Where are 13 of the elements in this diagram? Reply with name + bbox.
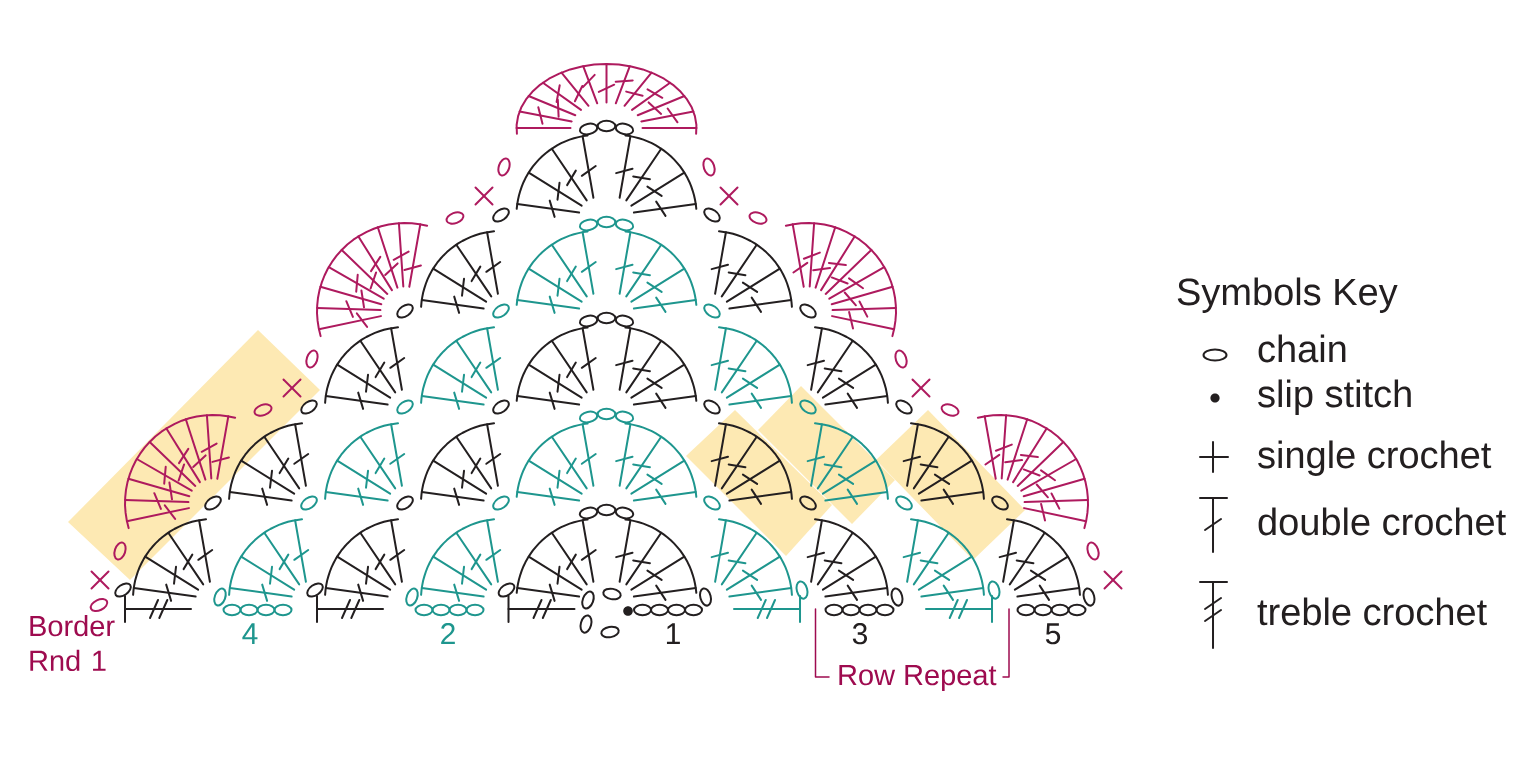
- bracket-label: Row Repeat: [839, 665, 997, 692]
- legend-label: slip stitch: [1258, 379, 1411, 415]
- legend-label: single crochet: [1258, 440, 1492, 476]
- legend-title: Symbols Key: [1177, 277, 1398, 313]
- row-number: 4: [242, 623, 258, 644]
- row-number: 5: [1045, 623, 1061, 645]
- round-label: Border Rnd 1: [30, 615, 115, 672]
- legend-label: double crochet: [1258, 507, 1506, 536]
- row-number: 1: [666, 623, 680, 644]
- row-number: 3: [852, 623, 868, 645]
- legend-label: treble crochet: [1257, 597, 1487, 626]
- row-number: 2: [441, 623, 455, 644]
- legend-label: chain: [1258, 334, 1346, 363]
